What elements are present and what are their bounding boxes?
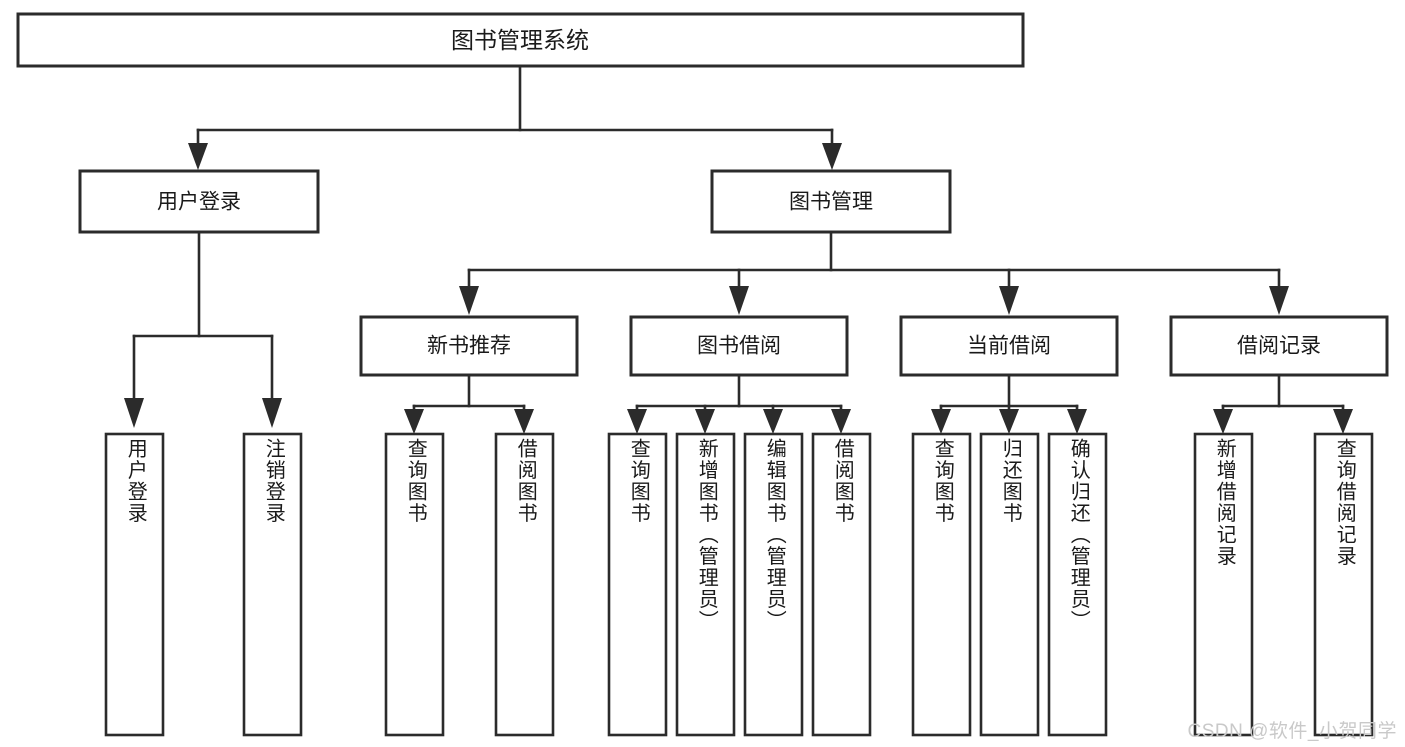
current-borrow-box[interactable] — [899, 315, 1119, 377]
root-box[interactable] — [16, 12, 1025, 68]
leaf-label: 查询图书 — [404, 438, 427, 524]
connector-root-to-level1 — [188, 64, 842, 170]
leaf-label: 借阅图书 — [514, 438, 537, 524]
leaf-query-record[interactable]: 查询借阅记录 — [1313, 432, 1374, 737]
arrow-head-icon — [1269, 286, 1289, 315]
node-book-borrow[interactable]: 图书借阅 — [629, 315, 849, 377]
connector-current-borrow-to-leaves — [931, 373, 1087, 434]
node-current-borrow[interactable]: 当前借阅 — [899, 315, 1119, 377]
leaf-box[interactable] — [1313, 432, 1374, 737]
leaf-box[interactable] — [1193, 432, 1254, 737]
leaf-return-book[interactable]: 归还图书 — [979, 432, 1040, 737]
connector-borrow-record-to-leaves — [1213, 373, 1353, 434]
leaf-box[interactable] — [1047, 432, 1108, 737]
arrow-head-icon — [188, 143, 208, 170]
book-borrow-box[interactable] — [629, 315, 849, 377]
borrow-record-label: 借阅记录 — [1237, 335, 1321, 358]
leaf-query-book-1[interactable]: 查询图书 — [384, 432, 445, 737]
arrow-head-icon — [1333, 409, 1353, 434]
leaf-label: 编辑图书（管理员） — [763, 438, 786, 632]
arrow-head-icon — [931, 409, 951, 434]
leaf-confirm-return[interactable]: 确认归还（管理员） — [1047, 432, 1108, 737]
arrow-head-icon — [124, 398, 144, 428]
leaf-label: 新增借阅记录 — [1213, 438, 1236, 567]
leaf-query-book-2[interactable]: 查询图书 — [607, 432, 668, 737]
arrow-head-icon — [262, 398, 282, 428]
leaf-label: 注销登录 — [262, 438, 285, 524]
arrow-head-icon — [459, 286, 479, 315]
leaf-label: 查询图书 — [627, 438, 650, 524]
borrow-record-box[interactable] — [1169, 315, 1389, 377]
leaf-box[interactable] — [242, 432, 303, 737]
leaf-logout-login[interactable]: 注销登录 — [242, 432, 303, 737]
arrow-head-icon — [831, 409, 851, 434]
leaf-label: 查询图书 — [931, 438, 954, 524]
leaf-label: 确认归还（管理员） — [1067, 438, 1090, 632]
connector-book-manage-to-level2 — [459, 230, 1289, 315]
node-borrow-record[interactable]: 借阅记录 — [1169, 315, 1389, 377]
arrow-head-icon — [1213, 409, 1233, 434]
arrow-head-icon — [999, 286, 1019, 315]
arrow-head-icon — [763, 409, 783, 434]
node-user-login[interactable]: 用户登录 — [78, 169, 320, 234]
leaf-borrow-book-2[interactable]: 借阅图书 — [811, 432, 872, 737]
leaf-box[interactable] — [979, 432, 1040, 737]
arrow-head-icon — [695, 409, 715, 434]
leaf-label: 查询借阅记录 — [1333, 438, 1356, 567]
leaf-edit-book[interactable]: 编辑图书（管理员） — [743, 432, 804, 737]
arrow-head-icon — [514, 409, 534, 434]
root-label: 图书管理系统 — [451, 27, 589, 53]
leaf-box[interactable] — [607, 432, 668, 737]
watermark-text: CSDN @软件_小贺同学 — [1187, 721, 1397, 742]
leaf-query-book-3[interactable]: 查询图书 — [911, 432, 972, 737]
leaf-box[interactable] — [911, 432, 972, 737]
leaf-box[interactable] — [675, 432, 736, 737]
arrow-head-icon — [999, 409, 1019, 434]
node-root[interactable]: 图书管理系统 — [16, 12, 1025, 68]
leaf-label: 归还图书 — [999, 438, 1022, 524]
leaf-add-book[interactable]: 新增图书（管理员） — [675, 432, 736, 737]
node-book-manage[interactable]: 图书管理 — [710, 169, 952, 234]
leaf-box[interactable] — [494, 432, 555, 737]
leaf-label: 借阅图书 — [831, 438, 854, 524]
connector-book-borrow-to-leaves — [627, 373, 851, 434]
leaf-box[interactable] — [104, 432, 165, 737]
user-login-label: 用户登录 — [157, 191, 241, 214]
book-manage-label: 图书管理 — [789, 191, 873, 214]
arrow-head-icon — [822, 143, 842, 170]
arrow-head-icon — [1067, 409, 1087, 434]
leaf-add-record[interactable]: 新增借阅记录 — [1193, 432, 1254, 737]
new-book-rec-box[interactable] — [359, 315, 579, 377]
leaf-label: 新增图书（管理员） — [695, 438, 718, 632]
book-borrow-label: 图书借阅 — [697, 335, 781, 358]
new-book-rec-label: 新书推荐 — [427, 335, 511, 358]
current-borrow-label: 当前借阅 — [967, 335, 1051, 358]
connector-user-login-to-leaves — [124, 230, 282, 428]
connector-new-book-rec-to-leaves — [404, 373, 534, 434]
leaf-box[interactable] — [811, 432, 872, 737]
arrow-head-icon — [729, 286, 749, 315]
leaf-box[interactable] — [384, 432, 445, 737]
arrow-head-icon — [404, 409, 424, 434]
leaf-label: 用户登录 — [124, 438, 147, 524]
arrow-head-icon — [627, 409, 647, 434]
leaf-borrow-book-1[interactable]: 借阅图书 — [494, 432, 555, 737]
book-manage-box[interactable] — [710, 169, 952, 234]
leaf-box[interactable] — [743, 432, 804, 737]
leaf-user-login[interactable]: 用户登录 — [104, 432, 165, 737]
node-new-book-rec[interactable]: 新书推荐 — [359, 315, 579, 377]
